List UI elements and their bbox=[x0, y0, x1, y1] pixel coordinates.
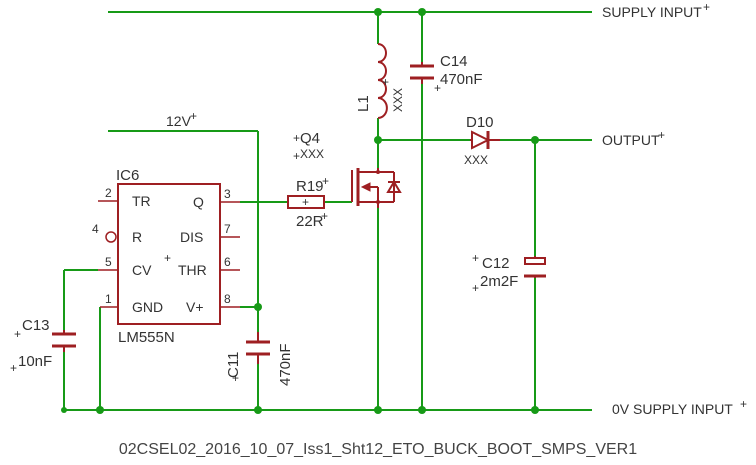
pin-3-number: 3 bbox=[224, 187, 231, 201]
q4-arrow-icon bbox=[360, 182, 371, 192]
junction-12v-pin8 bbox=[254, 303, 262, 311]
net-label-output: OUTPUT bbox=[602, 132, 660, 148]
pin-3-name: Q bbox=[193, 194, 204, 210]
origin-cross-icon: + bbox=[164, 251, 171, 265]
pin-5-name: CV bbox=[132, 262, 152, 278]
c11-value-label: 470nF bbox=[277, 343, 294, 386]
pin-2-name: TR bbox=[132, 193, 151, 209]
origin-cross-icon: + bbox=[382, 75, 389, 89]
diode-d10: D10 XXX bbox=[464, 114, 500, 167]
origin-cross-icon: + bbox=[293, 149, 300, 163]
q4-value-label: XXX bbox=[300, 147, 324, 161]
pin-4-name: R bbox=[132, 229, 142, 245]
origin-cross-icon: + bbox=[302, 195, 309, 209]
c12-plate-top bbox=[524, 257, 546, 265]
junction-gnd-c13 bbox=[61, 407, 67, 413]
origin-cross-icon: + bbox=[232, 371, 239, 385]
plus-icon: + bbox=[658, 128, 665, 142]
pin-5-number: 5 bbox=[105, 255, 112, 269]
d10-triangle-icon bbox=[471, 130, 491, 150]
c11-ref-label: C11 bbox=[225, 352, 242, 378]
pin-7-number: 7 bbox=[224, 222, 231, 236]
mosfet-q4: Q4 XXX + + bbox=[293, 130, 402, 208]
origin-cross-icon: + bbox=[472, 281, 479, 295]
resistor-r19: + R19 + 22R + bbox=[287, 174, 329, 230]
c13-ref-label: C13 bbox=[22, 317, 50, 334]
origin-cross-icon: + bbox=[293, 131, 300, 145]
pin-4-inverter-bubble bbox=[105, 231, 117, 243]
d10-value-label: XXX bbox=[464, 153, 488, 167]
junction-gnd-c11 bbox=[254, 406, 262, 414]
l1-value-label: XXX bbox=[391, 88, 405, 112]
net-label-supply: SUPPLY INPUT bbox=[602, 4, 702, 20]
capacitor-c12: C12 2m2F + + bbox=[472, 251, 546, 295]
c12-value-label: 2m2F bbox=[480, 273, 518, 290]
net-label-12v: 12V bbox=[166, 113, 192, 129]
plus-icon: + bbox=[740, 397, 747, 411]
q4-source-dot bbox=[376, 200, 380, 204]
ic6-lm555: IC6 LM555N + 2 TR 4 R 5 CV 1 GND 3 Q 7 D… bbox=[92, 167, 240, 346]
pin-1-number: 1 bbox=[105, 292, 112, 306]
pin-1-name: GND bbox=[132, 299, 163, 315]
c13-value-label: 10nF bbox=[18, 353, 52, 370]
ic6-ref-label: IC6 bbox=[116, 167, 139, 184]
net-label-ground: 0V SUPPLY INPUT bbox=[612, 401, 733, 417]
plus-icon: + bbox=[321, 209, 328, 223]
sheet-footer-title: 02CSEL02_2016_10_07_Iss1_Sht12_ETO_BUCK_… bbox=[119, 441, 637, 458]
junctions bbox=[61, 8, 539, 414]
pin-6-name: THR bbox=[178, 262, 207, 278]
capacitor-c14: C14 470nF + bbox=[410, 53, 483, 95]
junction-supply-c14 bbox=[418, 8, 426, 16]
q4-ref-label: Q4 bbox=[300, 130, 320, 147]
plus-icon: + bbox=[322, 174, 329, 188]
inductor-coil-icon bbox=[377, 43, 388, 119]
pin-8-name: V+ bbox=[186, 299, 204, 315]
junction-supply-l1 bbox=[374, 8, 382, 16]
r19-ref-label: R19 bbox=[296, 178, 324, 195]
origin-cross-icon: + bbox=[14, 327, 21, 341]
capacitor-c13: C13 10nF + + bbox=[10, 317, 76, 375]
pin-8-number: 8 bbox=[224, 292, 231, 306]
r19-value-label: 22R bbox=[296, 213, 324, 230]
capacitor-c11: C11 470nF + bbox=[225, 332, 294, 386]
r19-body bbox=[287, 195, 325, 209]
pin-7-name: DIS bbox=[180, 229, 203, 245]
junction-gnd-pin1 bbox=[96, 406, 104, 414]
junction-gnd-c12 bbox=[531, 406, 539, 414]
pin-2-number: 2 bbox=[105, 186, 112, 200]
junction-gnd-c14 bbox=[418, 406, 426, 414]
c14-value-label: 470nF bbox=[440, 71, 483, 88]
ic6-body bbox=[117, 183, 221, 325]
net-labels: SUPPLY INPUT + OUTPUT + 0V SUPPLY INPUT … bbox=[166, 0, 747, 417]
junction-switch-node bbox=[374, 136, 382, 144]
c12-ref-label: C12 bbox=[482, 255, 510, 272]
q4-body-diode-icon bbox=[386, 180, 402, 193]
origin-cross-icon: + bbox=[434, 81, 441, 95]
origin-cross-icon: + bbox=[10, 361, 17, 375]
junction-gnd-q4 bbox=[374, 406, 382, 414]
c14-ref-label: C14 bbox=[440, 53, 468, 70]
ic6-part-label: LM555N bbox=[118, 329, 175, 346]
inductor-l1: L1 XXX + bbox=[355, 43, 405, 119]
plus-icon: + bbox=[190, 109, 197, 123]
l1-ref-label: L1 bbox=[355, 95, 372, 112]
origin-cross-icon: + bbox=[472, 251, 479, 265]
pin-4-number: 4 bbox=[92, 222, 99, 236]
pin-6-number: 6 bbox=[224, 255, 231, 269]
q4-drain-dot bbox=[376, 170, 380, 174]
d10-ref-label: D10 bbox=[466, 114, 494, 131]
wires bbox=[63, 11, 592, 411]
junction-output bbox=[531, 136, 539, 144]
plus-icon: + bbox=[703, 0, 710, 14]
